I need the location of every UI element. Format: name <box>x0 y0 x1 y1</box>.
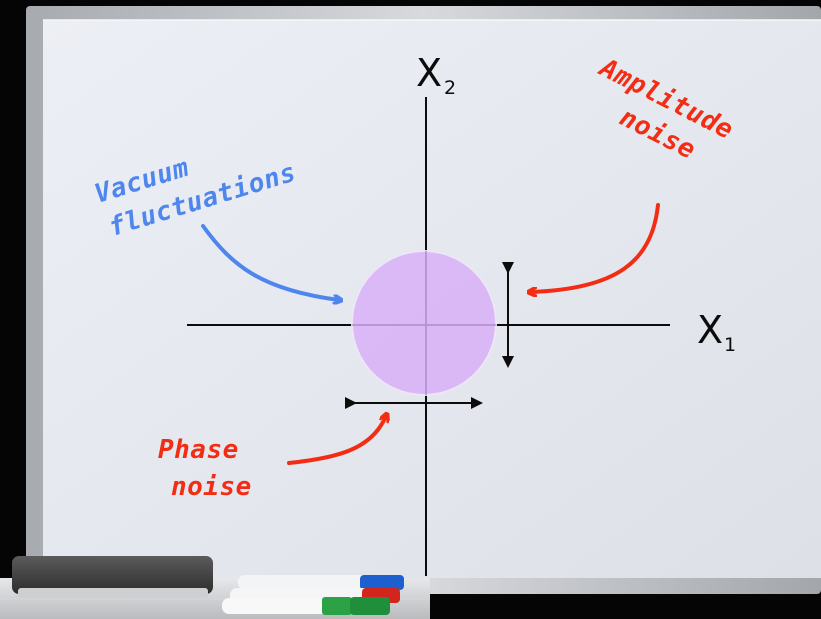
x1-axis-subscript: 1 <box>724 334 736 356</box>
x1-axis-letter: X <box>697 308 723 352</box>
eraser <box>12 556 213 598</box>
phase-label-line-1: Phase <box>158 435 239 465</box>
marker-blue <box>238 575 404 590</box>
marker-green <box>222 597 390 615</box>
x2-axis-subscript: 2 <box>444 77 456 99</box>
x2-axis-letter: X <box>416 51 442 95</box>
vacuum-state-circle <box>352 251 496 395</box>
eraser-base <box>18 588 208 598</box>
phase-label-line-2: noise <box>171 472 252 502</box>
